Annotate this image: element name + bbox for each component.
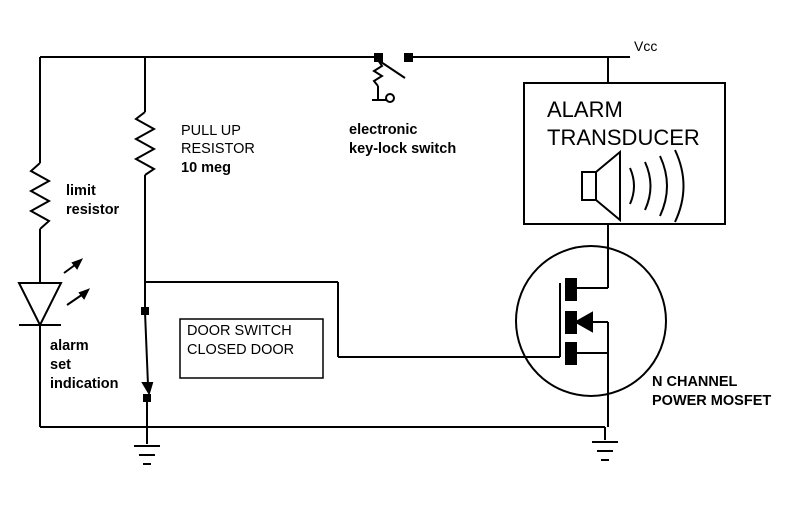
vcc-label: Vcc bbox=[634, 38, 658, 54]
door-switch-label-2: CLOSED DOOR bbox=[187, 342, 295, 358]
limit-resistor bbox=[28, 162, 52, 230]
door-switch-label-1: DOOR SWITCH bbox=[187, 323, 292, 339]
limit-label-2: resistor bbox=[66, 202, 120, 218]
pull-up-resistor bbox=[133, 111, 157, 176]
pull-up-label-1: PULL UP bbox=[181, 123, 241, 139]
keylock-switch-icon bbox=[372, 53, 413, 103]
limit-label-1: limit bbox=[66, 183, 96, 199]
alarm-set-label-1: alarm bbox=[50, 338, 89, 354]
n-channel-mosfet-icon bbox=[515, 224, 667, 461]
alarm-set-label-3: indication bbox=[50, 376, 119, 392]
mosfet-label-1: N CHANNEL bbox=[652, 374, 738, 390]
alarm-set-label-2: set bbox=[50, 357, 71, 373]
led-icon bbox=[17, 258, 91, 328]
alarm-transducer bbox=[523, 82, 726, 225]
alarm-transducer-label-1: ALARM bbox=[547, 97, 623, 122]
pull-up-value: 10 meg bbox=[181, 160, 231, 176]
alarm-transducer-label-2: TRANSDUCER bbox=[547, 125, 700, 150]
mosfet-label-2: POWER MOSFET bbox=[652, 393, 772, 409]
pull-up-branch bbox=[133, 57, 560, 358]
keylock-label-2: key-lock switch bbox=[349, 141, 457, 157]
pull-up-label-2: RESISTOR bbox=[181, 141, 255, 157]
limit-resistor-branch bbox=[17, 57, 91, 427]
ground-rail bbox=[40, 426, 605, 465]
keylock-label-1: electronic bbox=[349, 122, 418, 138]
door-switch-label-box bbox=[179, 318, 324, 379]
door-switch bbox=[141, 282, 324, 427]
speaker-icon bbox=[581, 149, 685, 223]
